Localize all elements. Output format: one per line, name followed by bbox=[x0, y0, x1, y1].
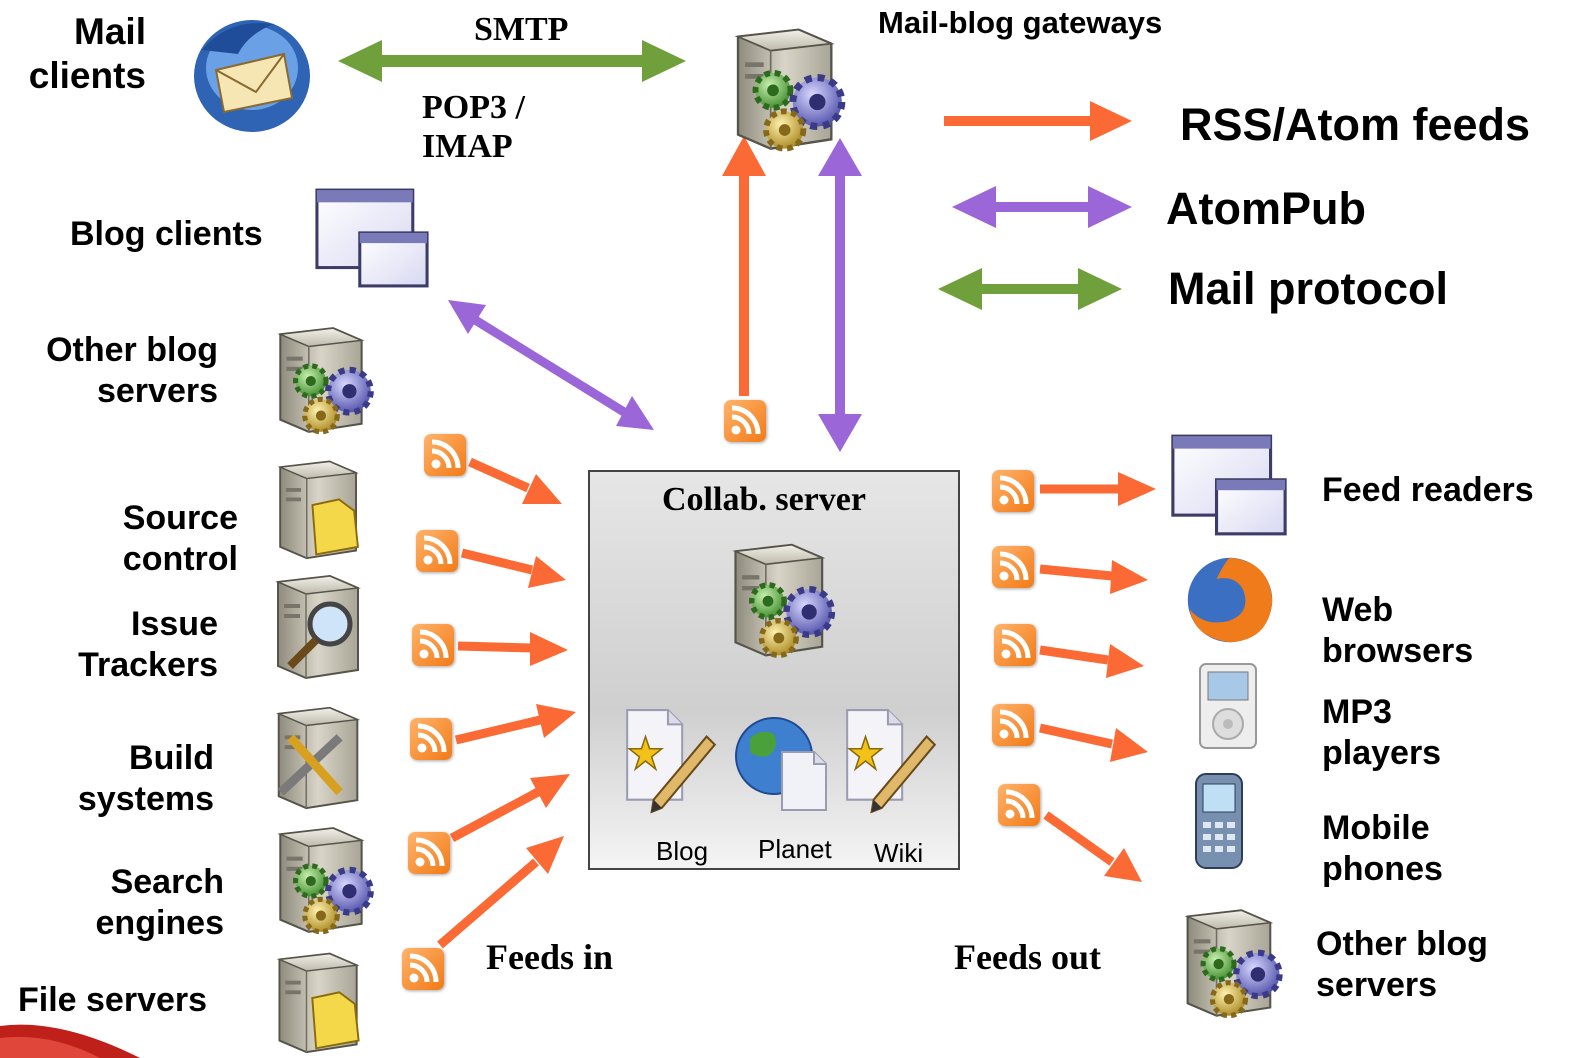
collab-server-icon bbox=[716, 534, 846, 664]
mp3-player-icon bbox=[1199, 663, 1257, 749]
left-other-blog-servers-label: Other blog servers bbox=[46, 331, 218, 410]
source-control-label: Source control bbox=[122, 499, 238, 578]
file-server-icon bbox=[278, 952, 360, 1054]
issue-tracker-server-icon bbox=[277, 575, 359, 679]
legend-rss-arrow bbox=[944, 101, 1132, 141]
feeds-out-arrows bbox=[1039, 472, 1156, 882]
rss-feed-icon bbox=[416, 530, 458, 572]
rss-feed-icon bbox=[994, 624, 1036, 666]
collab-server-box bbox=[588, 470, 960, 870]
rss-feed-icon bbox=[992, 546, 1034, 588]
left-other-blog-server-icon bbox=[258, 318, 388, 440]
gateway-rss-arrow bbox=[722, 136, 766, 396]
right-other-blog-server-icon bbox=[1166, 900, 1296, 1024]
mail-clients-label: Mail clients bbox=[28, 11, 146, 97]
rss-feed-icon bbox=[402, 948, 444, 990]
feeds-out-label: Feeds out bbox=[954, 937, 1101, 977]
feeds-in-arrows bbox=[437, 457, 576, 949]
build-systems-label: Build systems bbox=[77, 739, 214, 818]
rss-feed-icon bbox=[408, 832, 450, 874]
legend-rss-label: RSS/Atom feeds bbox=[1180, 99, 1531, 150]
gateway-server-icon bbox=[712, 18, 862, 158]
smtp-label: SMTP bbox=[474, 11, 569, 48]
firefox-icon bbox=[1187, 557, 1273, 643]
blog-doc-icon bbox=[626, 709, 716, 813]
planet-label: Planet bbox=[758, 834, 832, 864]
feeds-in-label: Feeds in bbox=[486, 937, 614, 977]
gateways-label: Mail-blog gateways bbox=[878, 5, 1163, 40]
wiki-doc-icon bbox=[846, 709, 936, 813]
search-engine-server-icon bbox=[258, 818, 388, 940]
legend-mail-label: Mail protocol bbox=[1168, 263, 1448, 314]
pop3-imap-label: POP3 / IMAP bbox=[422, 89, 525, 166]
right-other-blog-servers-label: Other blog servers bbox=[1316, 925, 1488, 1004]
rss-feed-icon bbox=[410, 718, 452, 760]
rss-feed-icon bbox=[424, 434, 466, 476]
mp3-players-label: MP3 players bbox=[1322, 693, 1442, 772]
blog-clients-label: Blog clients bbox=[70, 215, 263, 253]
rss-feed-icon bbox=[992, 704, 1034, 746]
feed-readers-label: Feed readers bbox=[1322, 471, 1534, 509]
gateway-atompub-arrow bbox=[818, 138, 862, 452]
rss-feed-icon bbox=[992, 470, 1034, 512]
build-systems-server-icon bbox=[277, 706, 359, 810]
legend-atompub-label: AtomPub bbox=[1166, 183, 1366, 234]
file-servers-label: File servers bbox=[18, 981, 208, 1019]
search-engines-label: Search engines bbox=[95, 863, 224, 942]
thunderbird-icon bbox=[194, 20, 310, 132]
source-control-server-icon bbox=[279, 460, 359, 560]
corner-decoration bbox=[0, 1024, 140, 1058]
mobile-phone-icon bbox=[1195, 773, 1243, 869]
issue-trackers-label: Issue Trackers bbox=[78, 605, 218, 684]
feed-readers-window-icon bbox=[1171, 434, 1287, 536]
wiki-label: Wiki bbox=[874, 838, 924, 868]
rss-feed-icon bbox=[412, 624, 454, 666]
rss-feed-icon bbox=[998, 784, 1040, 826]
legend-atompub-arrow bbox=[952, 186, 1132, 228]
smtp-arrow bbox=[338, 40, 686, 82]
web-browsers-label: Web browsers bbox=[1322, 591, 1474, 670]
mobile-phones-label: Mobile phones bbox=[1322, 809, 1443, 888]
blog-clients-arrow bbox=[448, 300, 654, 430]
planet-globe-icon bbox=[735, 717, 827, 811]
legend-mail-arrow bbox=[938, 268, 1122, 310]
blog-label: Blog bbox=[656, 836, 709, 866]
rss-feed-icon bbox=[724, 400, 766, 442]
collab-server-title: Collab. server bbox=[662, 481, 866, 518]
blog-clients-window-icon bbox=[315, 188, 429, 288]
